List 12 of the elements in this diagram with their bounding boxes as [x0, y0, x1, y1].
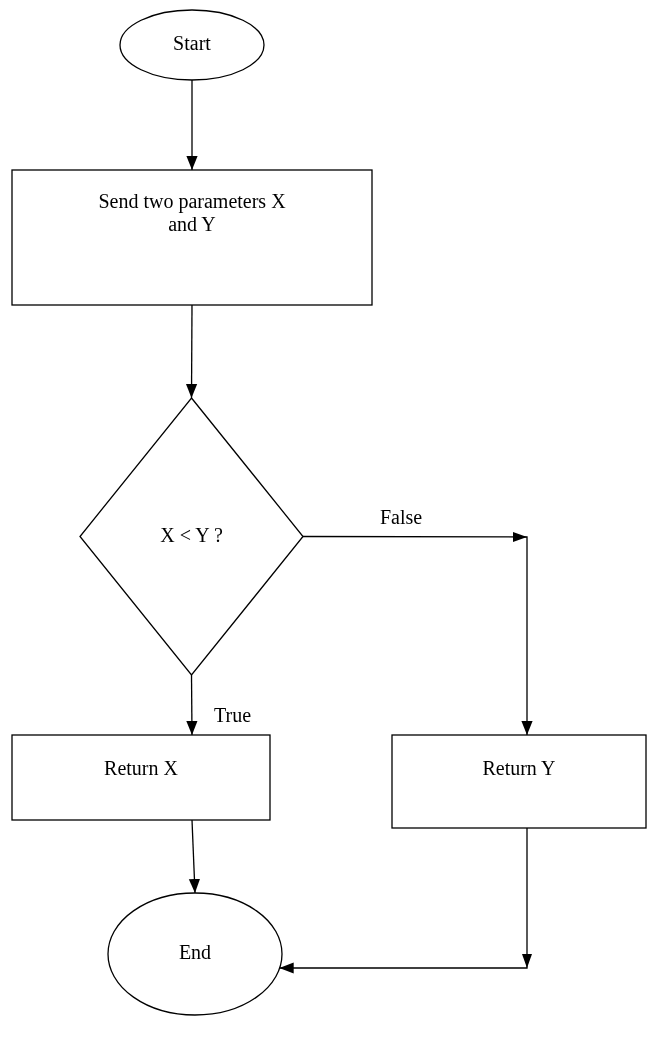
node-text: X < Y ? [159, 524, 224, 547]
node-text: Start [172, 32, 212, 55]
node-text: Return X [103, 757, 179, 780]
start-terminal [120, 10, 264, 80]
node-text: End [177, 941, 213, 964]
end-terminal [108, 893, 282, 1015]
node-text: Return Y [481, 757, 557, 780]
node-text: Send two parameters X and Y [97, 190, 287, 236]
process-box [12, 735, 270, 820]
process-box [12, 170, 372, 305]
process-box [392, 735, 646, 828]
decision-diamond [80, 398, 303, 675]
